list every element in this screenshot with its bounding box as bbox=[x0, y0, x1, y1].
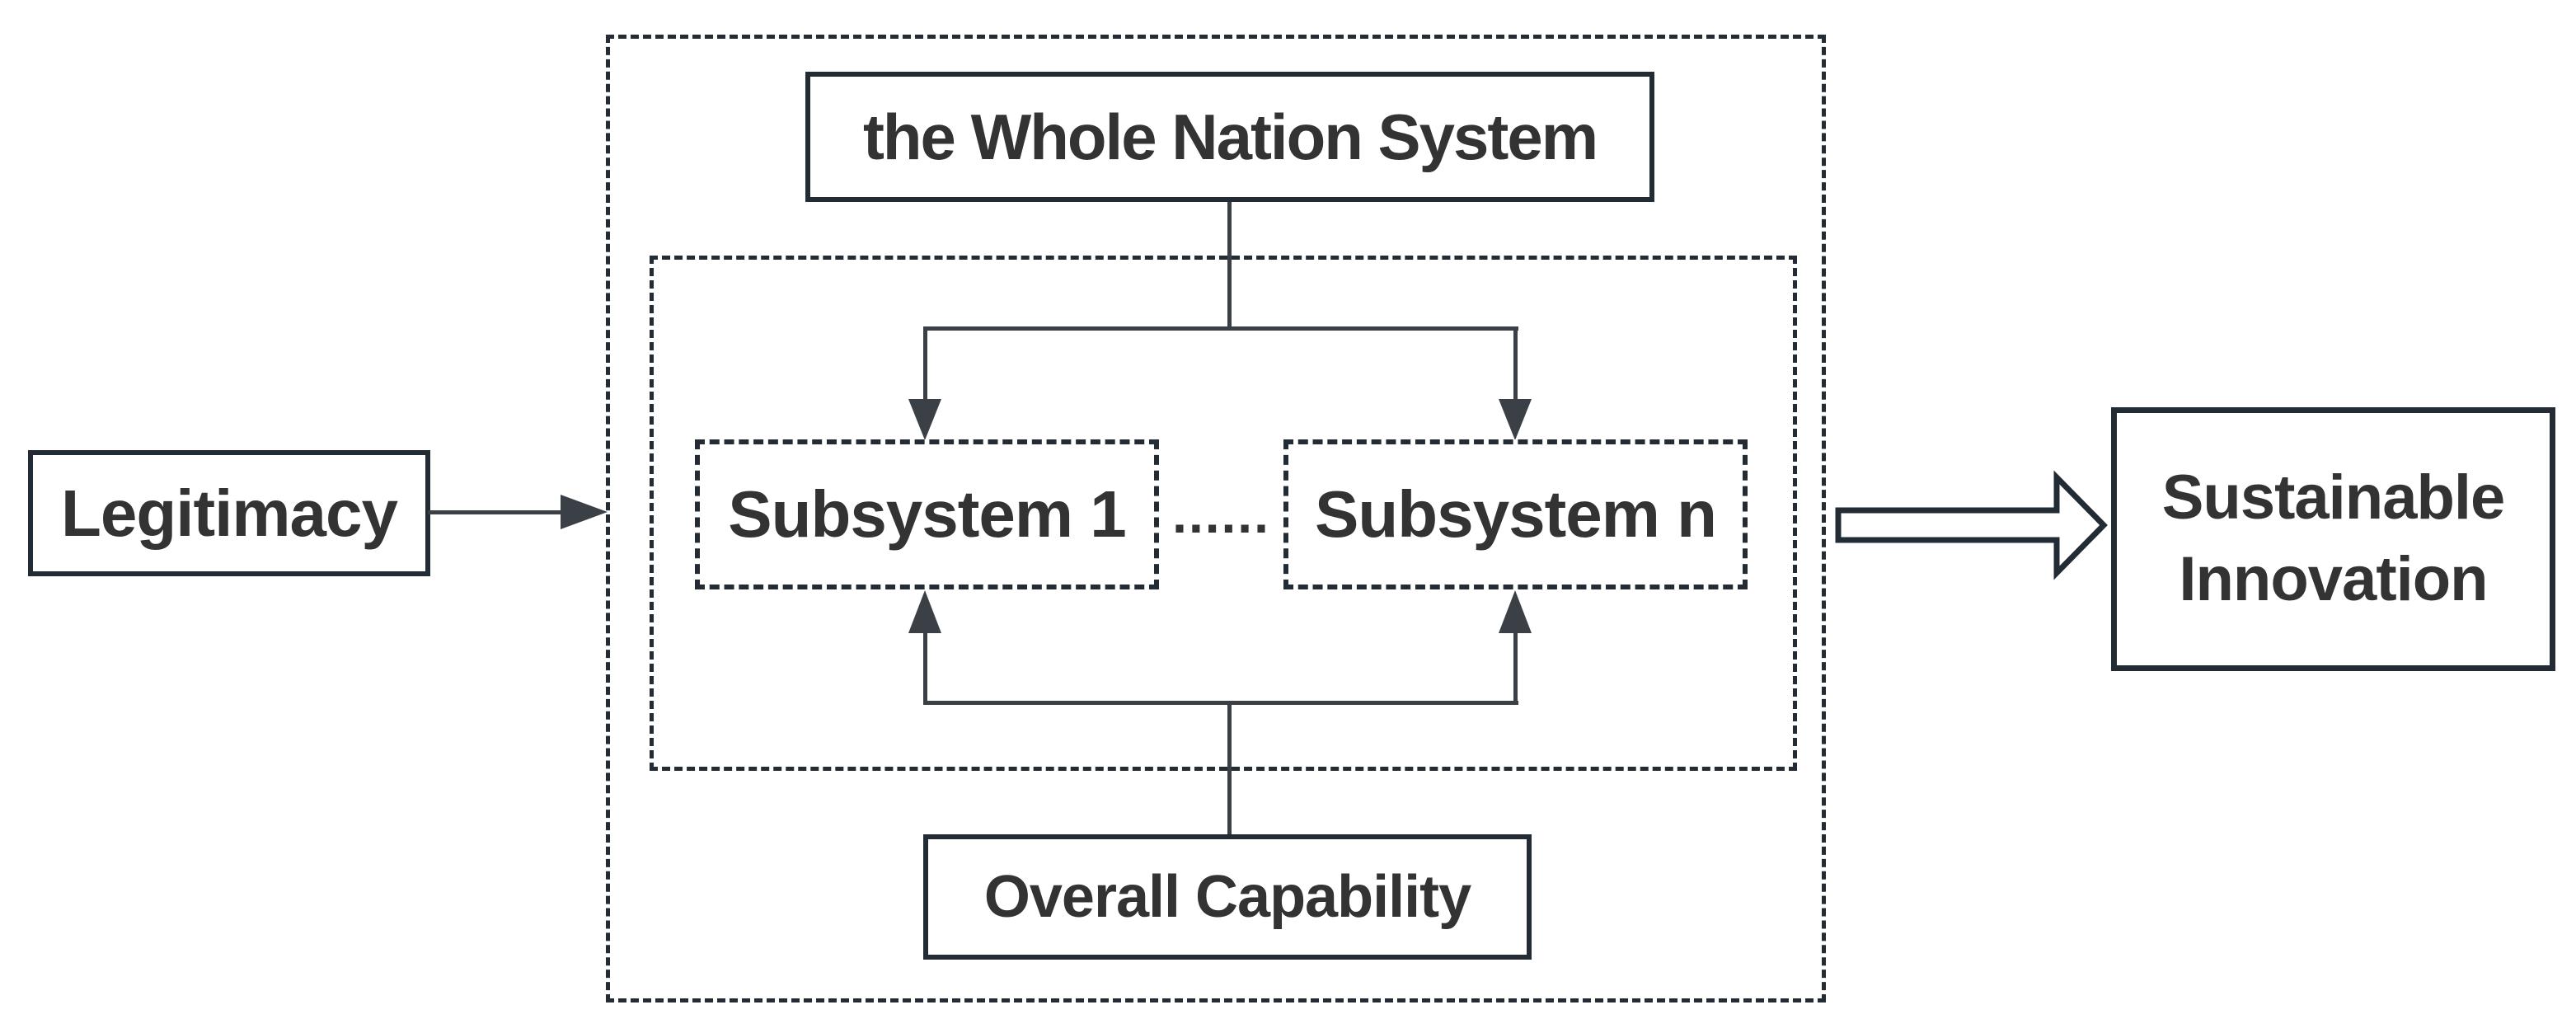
subsystem-1-box: Subsystem 1 bbox=[695, 439, 1159, 589]
top-stem-line bbox=[1227, 202, 1232, 329]
subsystem-1-label: Subsystem 1 bbox=[728, 477, 1127, 551]
down-arrowhead-right-icon bbox=[1499, 399, 1532, 440]
sustainable-innovation-label: Sustainable Innovation bbox=[2161, 463, 2506, 614]
legitimacy-arrow-line bbox=[428, 510, 562, 514]
down-arrowhead-left-icon bbox=[908, 399, 941, 440]
up-arrow-left-line bbox=[923, 633, 927, 702]
legitimacy-box: Legitimacy bbox=[28, 450, 430, 576]
overall-capability-label: Overall Capability bbox=[983, 864, 1471, 930]
down-arrow-right-line bbox=[1513, 326, 1518, 399]
whole-nation-system-label: the Whole Nation System bbox=[862, 100, 1598, 173]
output-hollow-arrow-icon bbox=[1835, 470, 2108, 580]
up-arrowhead-left-icon bbox=[908, 590, 941, 633]
subsystem-n-label: Subsystem n bbox=[1315, 477, 1717, 551]
down-arrow-left-line bbox=[923, 326, 927, 399]
whole-nation-system-box: the Whole Nation System bbox=[805, 72, 1654, 202]
legitimacy-label: Legitimacy bbox=[61, 476, 398, 550]
subsystem-n-box: Subsystem n bbox=[1283, 439, 1748, 589]
whole-nation-boundary bbox=[606, 35, 1826, 1002]
up-arrowhead-right-icon bbox=[1499, 590, 1532, 633]
bottom-stem-line bbox=[1227, 701, 1232, 834]
fanin-merge-line bbox=[923, 701, 1518, 705]
legitimacy-arrowhead-icon bbox=[561, 495, 608, 529]
subsystems-boundary bbox=[650, 256, 1797, 771]
overall-capability-box: Overall Capability bbox=[923, 834, 1532, 960]
subsystem-ellipsis-dots: ...... bbox=[1172, 485, 1270, 544]
up-arrow-right-line bbox=[1513, 633, 1518, 702]
fanout-split-line bbox=[923, 326, 1518, 331]
sustainable-innovation-box: Sustainable Innovation bbox=[2111, 407, 2555, 671]
